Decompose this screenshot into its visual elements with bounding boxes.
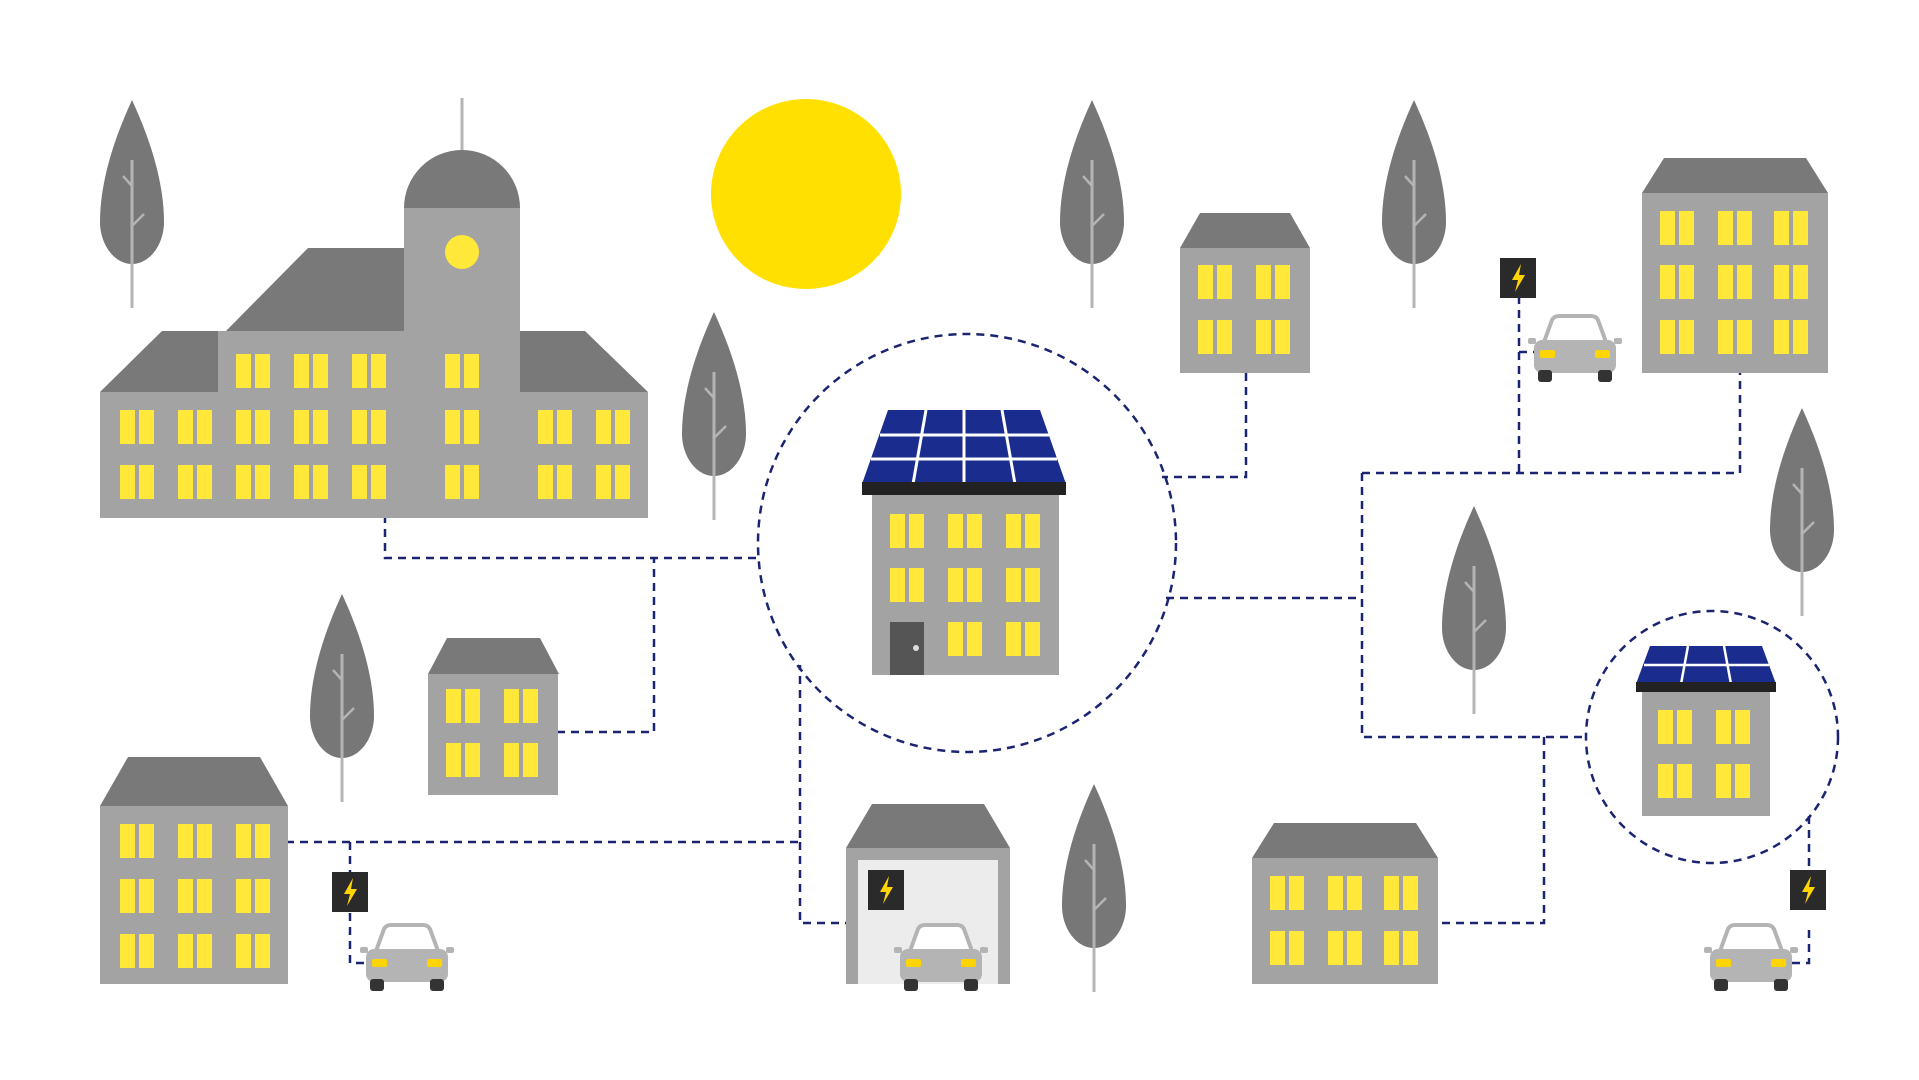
tree-icon (1768, 406, 1836, 618)
apartment-bottom-left (100, 757, 288, 984)
car-icon (1526, 314, 1624, 384)
small-solar-building (1636, 645, 1776, 816)
line-small-house-top (1162, 373, 1248, 479)
line-right-bus (1362, 373, 1742, 475)
line-charger-left-car (348, 913, 372, 965)
small-house-top (1180, 213, 1310, 373)
line-right-down (1360, 473, 1585, 739)
central-solar-building (862, 409, 1066, 675)
tree-icon (1060, 782, 1128, 994)
tree-icon (1380, 98, 1448, 310)
car-icon (1702, 923, 1800, 993)
line-small-house-left (557, 558, 656, 734)
ev-charger-icon (1500, 258, 1536, 298)
line-bottom-center (1442, 737, 1546, 925)
tree-icon (98, 98, 166, 310)
solar-panel-icon (1636, 682, 1776, 692)
tree-icon (1440, 504, 1508, 716)
sun-icon (711, 99, 901, 289)
town-hall (100, 98, 648, 518)
clock-icon (445, 235, 479, 269)
small-hub-circle (1584, 609, 1840, 865)
tree-icon (680, 310, 748, 522)
ev-charger-icon (1790, 870, 1826, 910)
solar-panel-icon (862, 482, 1066, 495)
tree-icon (1058, 98, 1126, 310)
ev-charger-icon (332, 872, 368, 912)
car-icon (358, 923, 456, 993)
central-hub-circle (756, 332, 1178, 754)
line-charger-right-car (1790, 930, 1811, 965)
grid-connections (286, 296, 1811, 965)
small-house-left (428, 638, 559, 795)
line-garage (798, 842, 846, 925)
apartment-bottom-center (1252, 823, 1438, 984)
line-bottom-left (286, 665, 802, 844)
line-townhall (383, 515, 756, 560)
tree-icon (308, 592, 376, 804)
apartment-top-right (1642, 158, 1828, 373)
ev-charger-icon (868, 870, 904, 910)
